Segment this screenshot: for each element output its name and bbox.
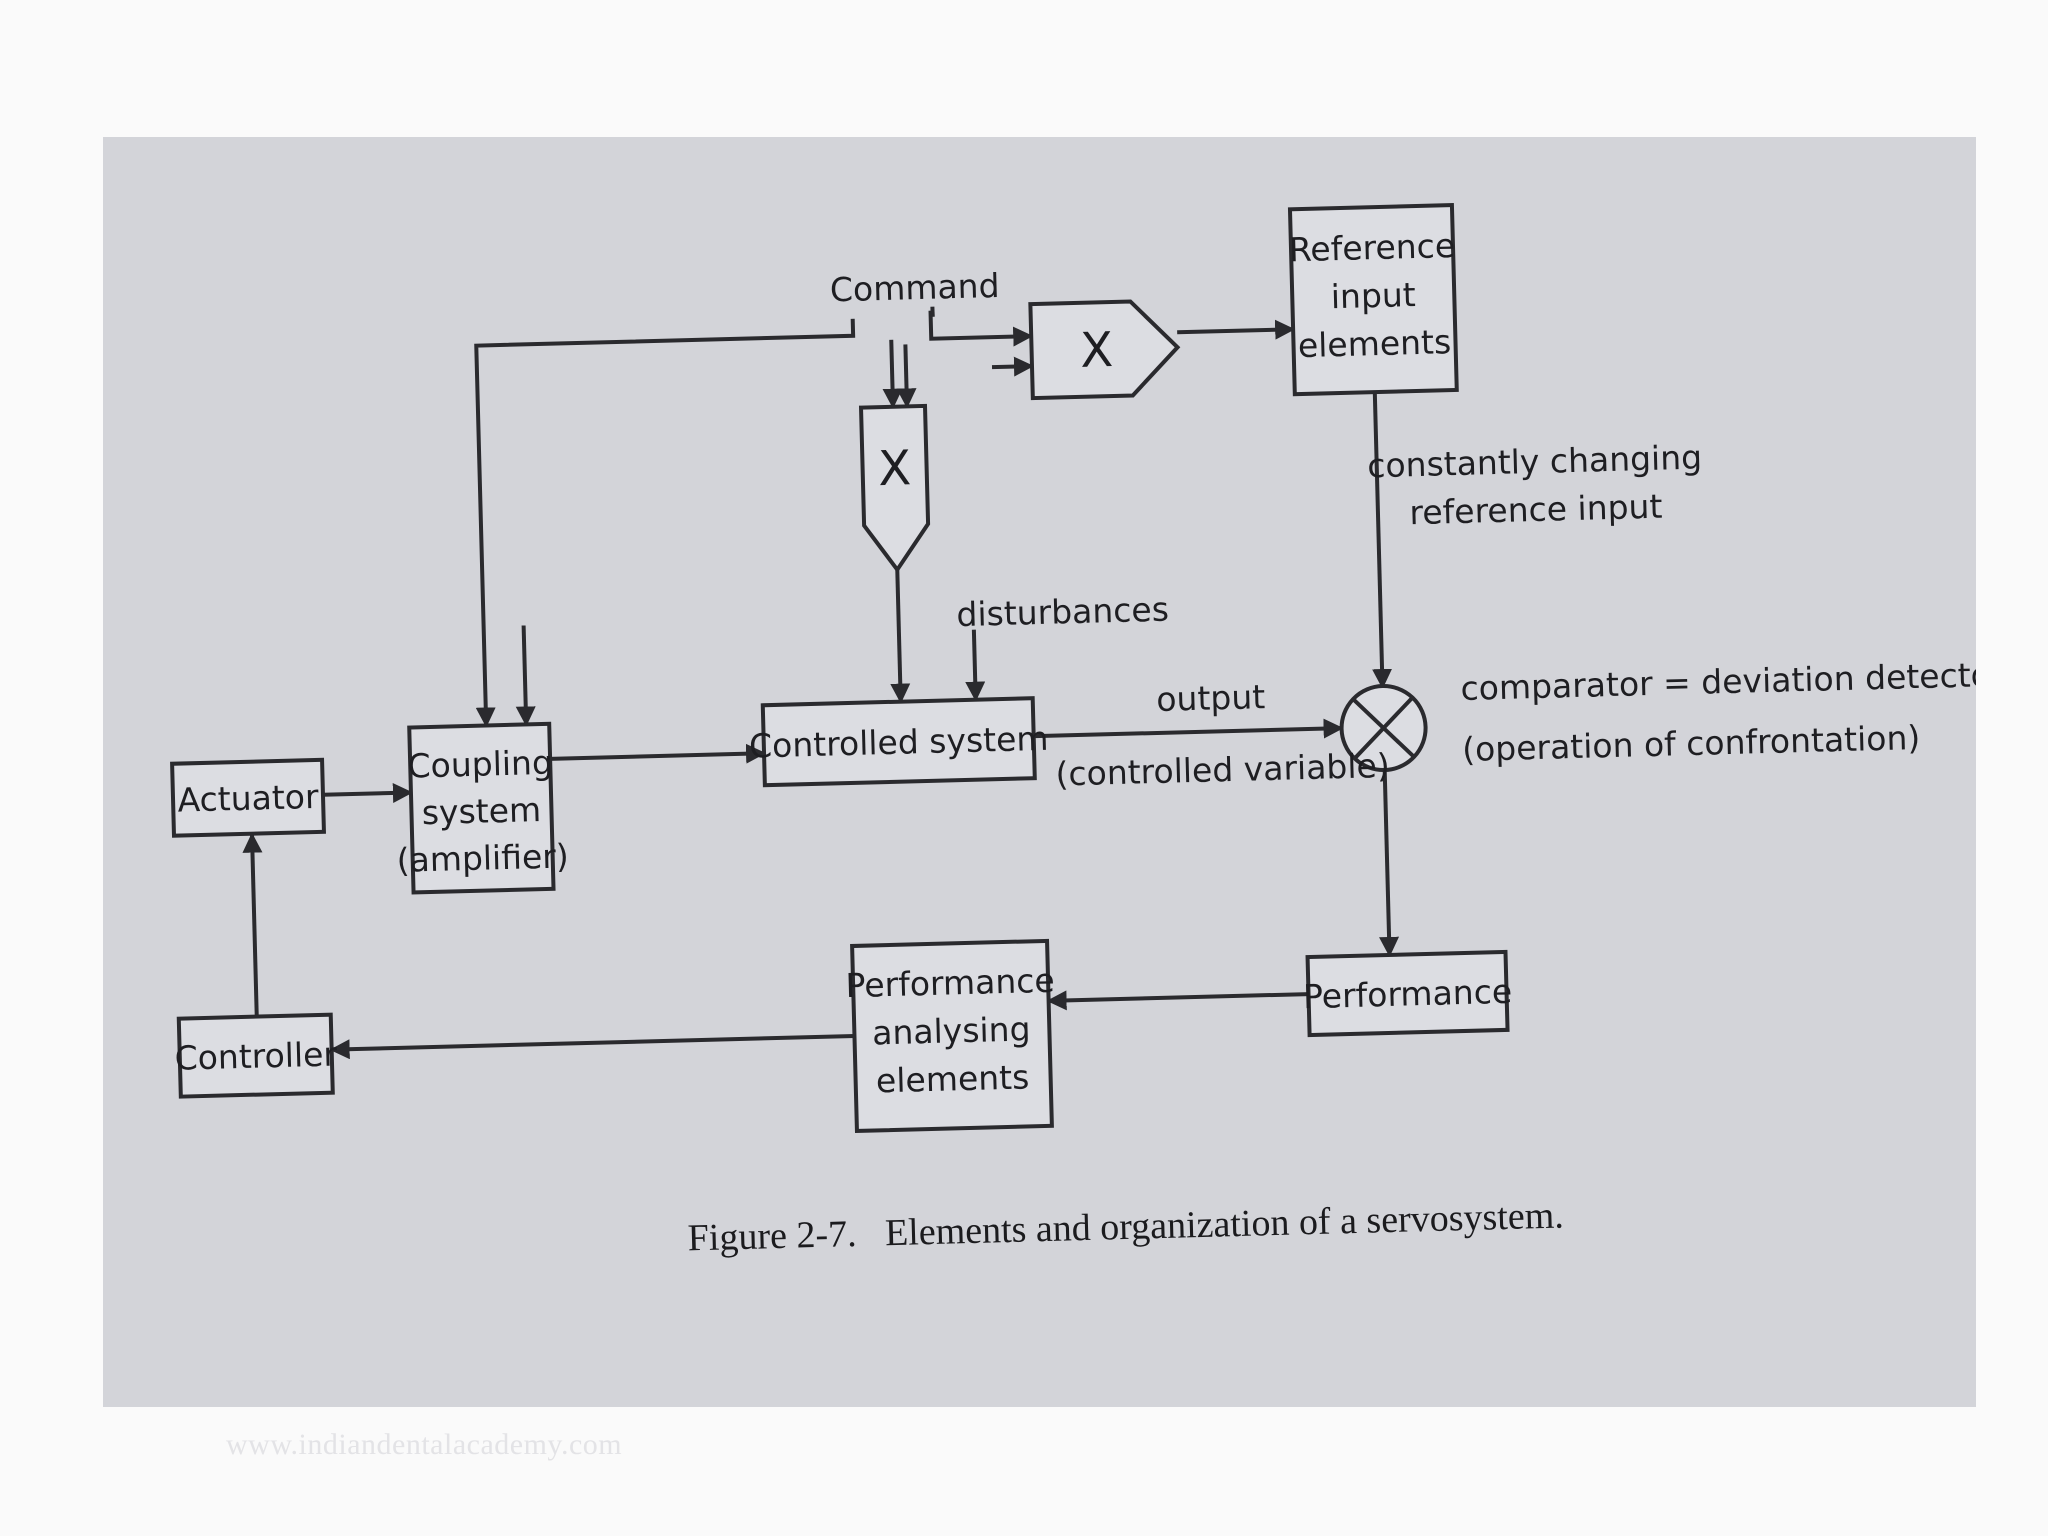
changing-input-label-line-2: reference input	[1409, 487, 1663, 533]
comparator-label: comparator = deviation detector	[1460, 655, 1976, 708]
changing-input-label-line-1: constantly changing	[1367, 438, 1703, 486]
figure-caption: Figure 2-7. Elements and organization of…	[687, 1194, 1564, 1259]
controller-label: Controller	[174, 1035, 338, 1078]
disturbance-multiplier: X	[858, 403, 931, 574]
controlled-system-box: Controlled system	[749, 696, 1049, 788]
controlled-variable-label: (controlled variable)	[1055, 746, 1390, 794]
coupling-system-box: Coupling system (amplifier)	[396, 721, 569, 895]
reference-label-line-3: elements	[1297, 322, 1451, 365]
coupling-label-line-2: system	[421, 790, 541, 832]
analysing-label-line-2: analysing	[872, 1009, 1031, 1052]
disturbance-multiplier-symbol: X	[877, 440, 911, 497]
analysing-label-line-3: elements	[875, 1057, 1029, 1100]
reference-input-box: Reference input elements	[1287, 202, 1459, 397]
disturbances-label: disturbances	[956, 590, 1169, 635]
book-page-photo: Actuator Coupling system (amplifier) Con…	[103, 137, 1976, 1407]
watermark: www.indiandentalacademy.com	[226, 1428, 623, 1461]
reference-multiplier-symbol: X	[1079, 322, 1113, 379]
coupling-label-line-1: Coupling	[407, 743, 553, 786]
actuator-label: Actuator	[177, 777, 319, 820]
reference-multiplier: X	[1028, 299, 1181, 401]
controlled-system-label: Controlled system	[749, 719, 1049, 766]
output-label: output	[1156, 677, 1266, 719]
reference-label-line-2: input	[1330, 275, 1416, 316]
performance-label: Performance	[1303, 972, 1513, 1016]
coupling-label-line-3: (amplifier)	[396, 836, 569, 879]
comparator-symbol	[1339, 684, 1428, 773]
controller-box: Controller	[174, 1012, 338, 1099]
servosystem-diagram: Actuator Coupling system (amplifier) Con…	[170, 202, 1976, 1259]
actuator-box: Actuator	[170, 757, 326, 838]
confrontation-label: (operation of confrontation)	[1462, 718, 1921, 769]
reference-label-line-1: Reference	[1288, 226, 1455, 269]
performance-analysing-box: Performance analysing elements	[845, 938, 1055, 1133]
command-label: Command	[829, 266, 1000, 309]
connector-lines	[242, 306, 1400, 1060]
analysing-label-line-1: Performance	[845, 961, 1055, 1005]
performance-box: Performance	[1303, 949, 1513, 1038]
